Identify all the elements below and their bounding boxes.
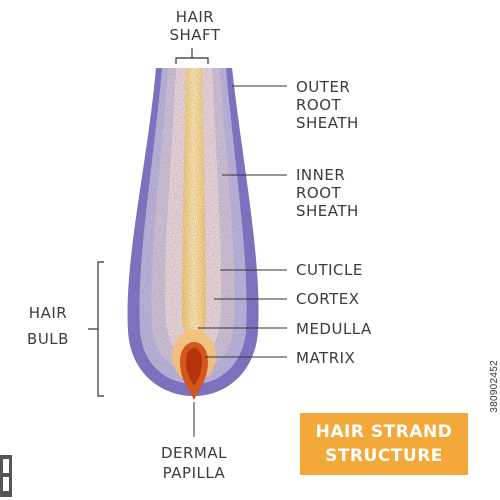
stock-logo-icon xyxy=(0,455,12,497)
label-hair-shaft: HAIR SHAFT xyxy=(155,8,235,44)
label-hair-shaft-line2: SHAFT xyxy=(169,26,221,44)
title-badge: HAIR STRAND STRUCTURE xyxy=(300,413,468,475)
dermal-papilla-core xyxy=(186,348,202,386)
label-hair-bulb: HAIR BULB xyxy=(18,300,78,352)
label-outer-root-sheath: OUTER ROOT SHEATH xyxy=(296,78,359,132)
label-cortex: CORTEX xyxy=(296,290,360,308)
label-cuticle: CUTICLE xyxy=(296,261,363,279)
hair-shaft-bracket xyxy=(175,48,209,64)
label-inner-line1: INNER xyxy=(296,166,346,184)
cell-texture-overlay xyxy=(127,68,259,396)
label-hair-bulb-line1: HAIR xyxy=(28,304,68,322)
label-dermal-papilla: DERMAL PAPILLA xyxy=(148,443,240,483)
stock-id: 380902452 xyxy=(489,360,500,413)
title-line2: STRUCTURE xyxy=(325,446,443,466)
label-outer-line3: SHEATH xyxy=(296,114,359,132)
label-outer-line2: ROOT xyxy=(296,96,342,114)
label-matrix: MATRIX xyxy=(296,349,356,367)
label-dermal-line1: DERMAL xyxy=(160,444,227,462)
label-hair-bulb-line2: BULB xyxy=(27,330,69,348)
hair-bulb-bracket xyxy=(88,261,104,397)
label-inner-root-sheath: INNER ROOT SHEATH xyxy=(296,166,359,220)
label-outer-line1: OUTER xyxy=(296,78,351,96)
label-hair-shaft-line1: HAIR xyxy=(175,8,215,26)
label-inner-line2: ROOT xyxy=(296,184,342,202)
title-line1: HAIR STRAND xyxy=(315,422,453,442)
label-medulla: MEDULLA xyxy=(296,320,372,338)
label-inner-line3: SHEATH xyxy=(296,202,359,220)
label-dermal-line2: PAPILLA xyxy=(162,464,226,482)
